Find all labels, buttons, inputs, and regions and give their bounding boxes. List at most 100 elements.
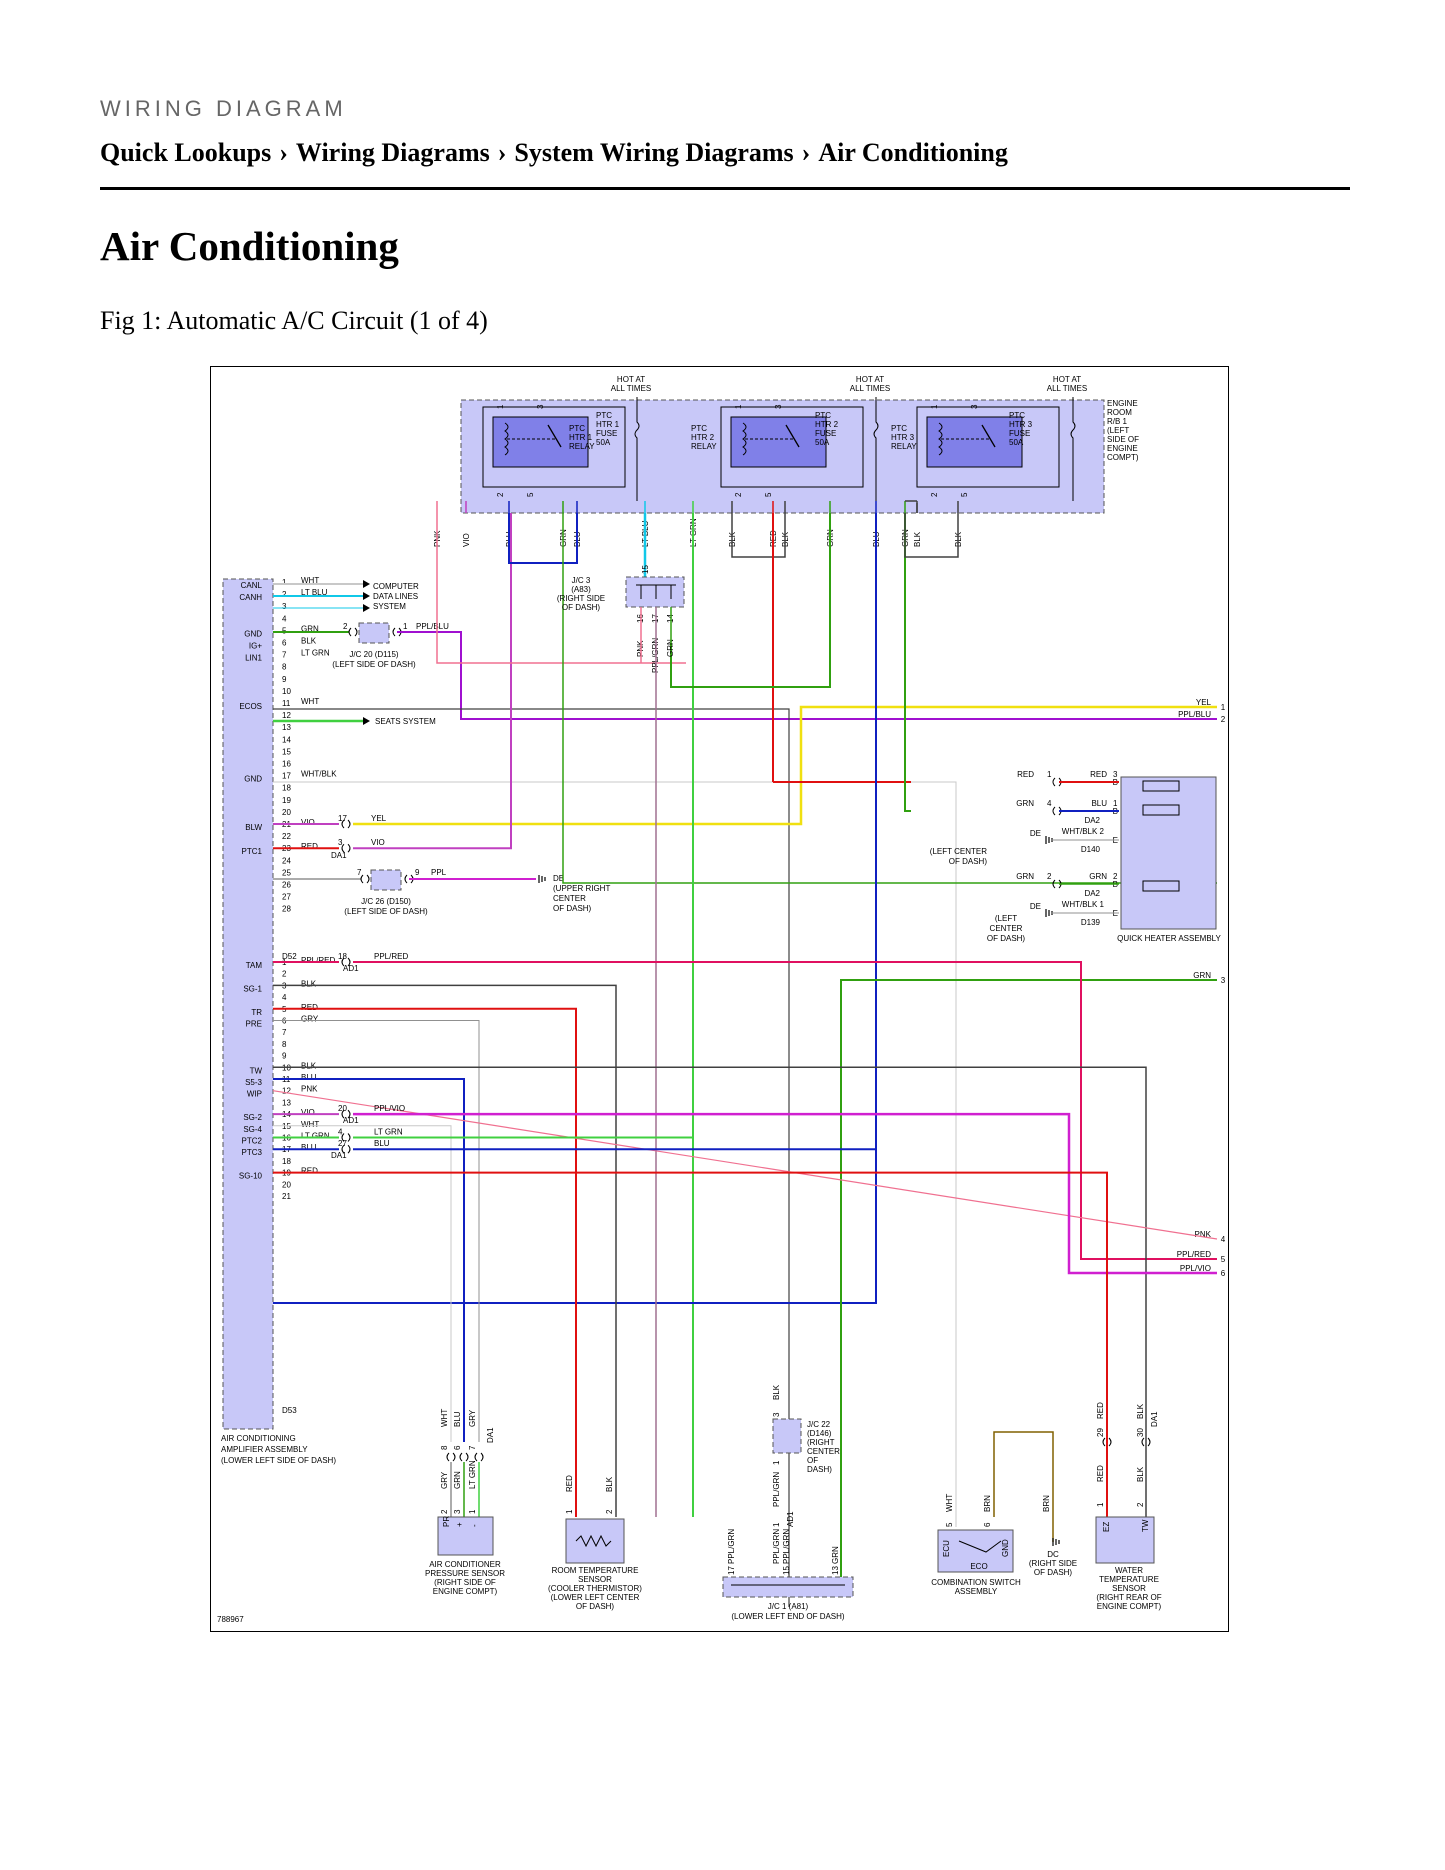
jc22-pin: 3 xyxy=(772,1412,781,1417)
wire-red-sg10 xyxy=(273,1171,1108,1517)
amp-wire-color: BLK xyxy=(301,637,317,646)
quick-heater-name: QUICK HEATER ASSEMBLY xyxy=(1117,934,1221,943)
amp-pin-number: 17 xyxy=(282,772,291,781)
heater-wire: RED xyxy=(1017,770,1034,779)
junction-jc1 xyxy=(722,1576,854,1598)
relay-coil-icon xyxy=(742,422,747,456)
jc22-label: (RIGHT xyxy=(807,1438,835,1447)
fuse-label: PTC xyxy=(815,411,831,420)
relay-pin-number: 5 xyxy=(960,492,969,497)
inline-wire: YEL xyxy=(371,814,387,823)
jc1-pin: 17 xyxy=(727,1566,736,1575)
amp-wire-color: BLK xyxy=(301,979,317,988)
amp-terminal-label: GND xyxy=(244,775,262,784)
fuse-label: PTC xyxy=(596,411,612,420)
pressure-sensor-name: PRESSURE SENSOR xyxy=(425,1569,505,1578)
dc-wire: BRN xyxy=(1042,1495,1051,1512)
amp-pin-number: 6 xyxy=(282,639,287,648)
water-sensor-name: TEMPERATURE xyxy=(1099,1575,1159,1584)
breadcrumb-system-wiring-diagrams[interactable]: System Wiring Diagrams xyxy=(514,138,794,167)
heater-wire: BLU xyxy=(1091,799,1107,808)
pressure-pin: 7 xyxy=(468,1445,477,1450)
amp-pin-number: 13 xyxy=(282,1098,291,1107)
fuse-icon xyxy=(873,397,879,501)
jc26-pin: 9 xyxy=(415,868,420,877)
offpage-number: 6 xyxy=(1221,1269,1226,1278)
db-ground-label: CENTER xyxy=(553,894,586,903)
breadcrumb-air-conditioning[interactable]: Air Conditioning xyxy=(818,138,1008,167)
amp-terminal-label: PTC3 xyxy=(242,1148,263,1157)
amp-wire-color: GRY xyxy=(301,1015,319,1024)
dc-ground-label: OF DASH) xyxy=(1034,1568,1073,1577)
amp-wire-color: VIO xyxy=(301,1108,315,1117)
jc3-label: (RIGHT SIDE xyxy=(557,594,605,603)
diagram-id: 788967 xyxy=(217,1615,244,1624)
heater-ground-location: (LEFT CENTER xyxy=(930,847,987,856)
inline-connector-icon xyxy=(474,1452,484,1462)
fuse-label: HTR 1 xyxy=(596,420,620,429)
jc20-pin: 2 xyxy=(343,622,348,631)
wire-grn-db xyxy=(562,513,1217,884)
inline-connector-id: AD1 xyxy=(343,964,359,973)
relay-switch-icon xyxy=(785,424,800,448)
room-sensor-wire: RED xyxy=(565,1475,574,1492)
ad1-pin: 1 xyxy=(772,1522,781,1527)
relay-wire-color: BLK xyxy=(913,531,922,547)
room-sensor-name: OF DASH) xyxy=(576,1602,615,1611)
combo-pin: 6 xyxy=(983,1522,992,1527)
amp-pin-number: 28 xyxy=(282,905,291,914)
breadcrumb-separator: › xyxy=(497,138,507,167)
heater-wire: GRN xyxy=(1016,799,1034,808)
ground-icon xyxy=(1052,1538,1060,1546)
heater-ground-location: CENTER xyxy=(990,924,1023,933)
amp-pin-number: 2 xyxy=(282,590,287,599)
fuse-label: FUSE xyxy=(1009,429,1030,438)
amp-pin-number: 26 xyxy=(282,881,291,890)
offpage-wire: YEL xyxy=(1196,698,1212,707)
amp-pin-number: 8 xyxy=(282,663,287,672)
heater-wire: WHT/BLK 1 xyxy=(1062,900,1105,909)
relay-pin-number: 5 xyxy=(526,492,535,497)
amplifier-name: AIR CONDITIONING xyxy=(221,1434,296,1443)
inline-wire: BLU xyxy=(374,1139,390,1148)
inline-connector-icon xyxy=(341,819,351,829)
relay-label: RELAY xyxy=(891,442,917,451)
amp-terminal-label: SG-1 xyxy=(243,984,262,993)
relay-box-label: R/B 1 xyxy=(1107,417,1128,426)
hot-at-all-times-label: HOT AT xyxy=(856,375,884,384)
jc26-pin: 7 xyxy=(357,868,362,877)
relay-label: RELAY xyxy=(691,442,717,451)
fuse-label: 50A xyxy=(1009,438,1024,447)
breadcrumb-separator: › xyxy=(801,138,811,167)
water-terminal: EZ xyxy=(1102,1522,1111,1532)
inline-pin: 27 xyxy=(338,1139,347,1148)
relay-pin-number: 3 xyxy=(536,404,545,409)
jc22-label: (D146) xyxy=(807,1429,832,1438)
amp-terminal-label: SG-4 xyxy=(243,1125,262,1134)
amp-connector-id: D52 xyxy=(282,952,297,961)
breadcrumb-wiring-diagrams[interactable]: Wiring Diagrams xyxy=(295,138,490,167)
relay-box-label: COMPT) xyxy=(1107,453,1139,462)
relay-body xyxy=(492,416,589,468)
breadcrumb-quick-lookups[interactable]: Quick Lookups xyxy=(100,138,272,167)
junction-jc20 xyxy=(358,622,390,644)
relay-pin-number: 1 xyxy=(734,404,743,409)
pressure-pin-name: - xyxy=(470,1524,479,1527)
amp-pin-number: 12 xyxy=(282,1087,291,1096)
quick-heater-assembly xyxy=(1120,776,1217,930)
amp-pin-number: 16 xyxy=(282,760,291,769)
inline-connector-icon xyxy=(341,843,351,853)
inline-connector-icon xyxy=(1141,1437,1151,1447)
hot-at-all-times-label: HOT AT xyxy=(1053,375,1081,384)
water-wire: BLK xyxy=(1136,1403,1145,1419)
hot-at-all-times-label: ALL TIMES xyxy=(1047,384,1087,393)
relay-switch-icon xyxy=(547,424,562,448)
inline-connector-id: DA1 xyxy=(331,1151,347,1160)
pressure-wire: BLU xyxy=(453,1411,462,1427)
amp-wire-color: RED xyxy=(301,842,318,851)
amplifier-name: AMPLIFIER ASSEMBLY xyxy=(221,1445,308,1454)
amp-terminal-label: SG-10 xyxy=(239,1172,263,1181)
wire-red-tr xyxy=(273,1007,577,1517)
wire-blk-ig xyxy=(273,708,790,1607)
pressure-wire: GRY xyxy=(440,1471,449,1489)
